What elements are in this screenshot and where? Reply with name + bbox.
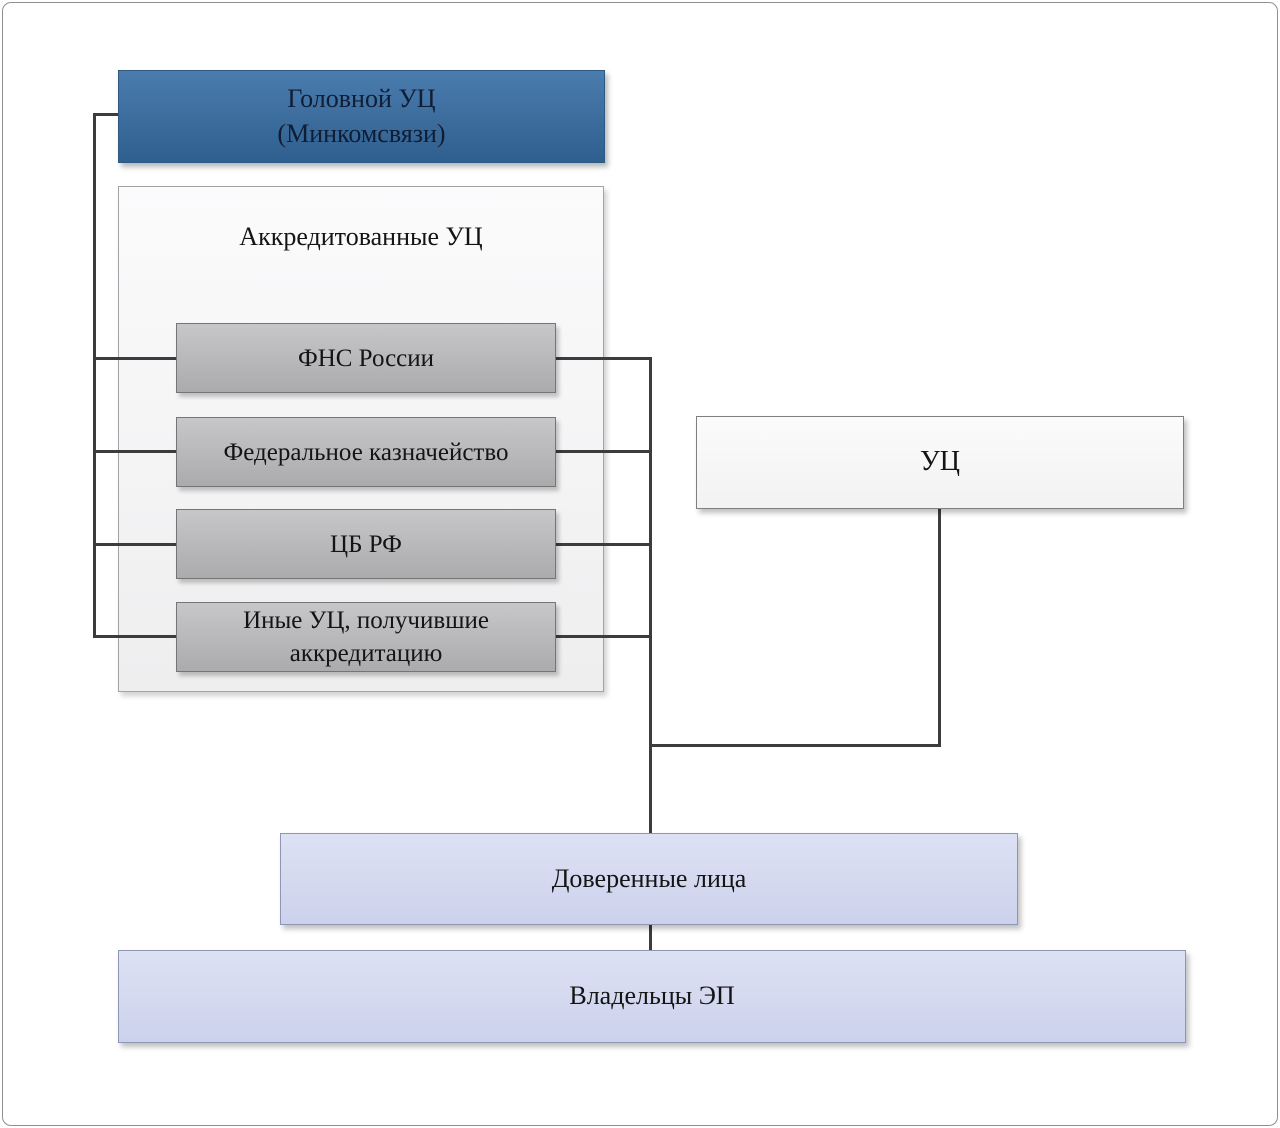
connector-right-treasury xyxy=(556,450,652,453)
connector-uc-vertical xyxy=(938,509,941,747)
node-head-uc-line2: (Минкомсвязи) xyxy=(277,118,446,148)
node-other-accredited: Иные УЦ, получившие аккредитацию xyxy=(176,602,556,672)
connector-left-rail xyxy=(93,113,96,638)
connector-right-other xyxy=(556,635,652,638)
node-head-uc-line1: Головной УЦ xyxy=(287,84,436,114)
node-treasury: Федеральное казначейство xyxy=(176,417,556,487)
connector-right-rail xyxy=(649,357,652,834)
node-accredited-group-label: Аккредитованные УЦ xyxy=(239,222,483,251)
connector-right-cbrf xyxy=(556,543,652,546)
node-fns: ФНС России xyxy=(176,323,556,393)
connector-left-treasury xyxy=(93,450,177,453)
connector-head-stub xyxy=(93,113,119,116)
connector-left-fns xyxy=(93,357,177,360)
connector-left-other xyxy=(93,635,177,638)
node-head-uc: Головной УЦ (Минкомсвязи) xyxy=(118,70,605,163)
connector-left-cbrf xyxy=(93,543,177,546)
node-uc: УЦ xyxy=(696,416,1184,509)
connector-uc-horizontal xyxy=(649,744,941,747)
node-cbrf: ЦБ РФ xyxy=(176,509,556,579)
connector-trusted-owners xyxy=(649,925,652,951)
node-signature-owners: Владельцы ЭП xyxy=(118,950,1186,1043)
connector-right-fns xyxy=(556,357,652,360)
node-trusted-persons: Доверенные лица xyxy=(280,833,1018,925)
